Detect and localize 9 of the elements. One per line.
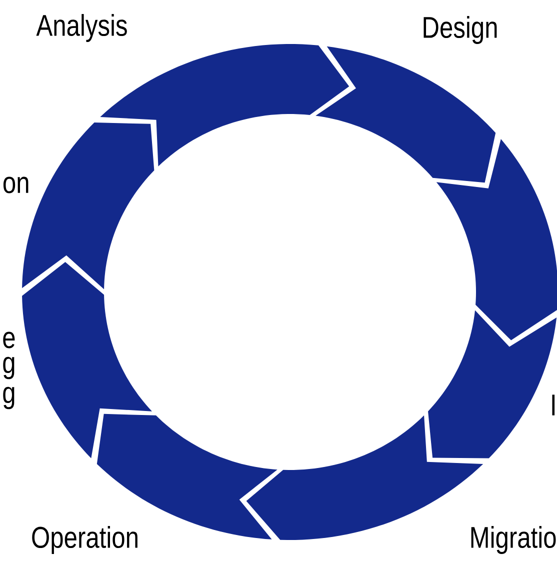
- stage-label: g: [3, 386, 14, 410]
- stage-label: g: [3, 356, 14, 380]
- stage-label: Design: [424, 16, 497, 44]
- stage-label: Migratio: [471, 526, 556, 554]
- stage-label: I: [552, 394, 555, 416]
- stage-label: Operation: [32, 526, 138, 554]
- stage-label: Analysis: [36, 14, 127, 42]
- stage-label: on: [3, 176, 28, 194]
- stage-label: e: [3, 332, 15, 348]
